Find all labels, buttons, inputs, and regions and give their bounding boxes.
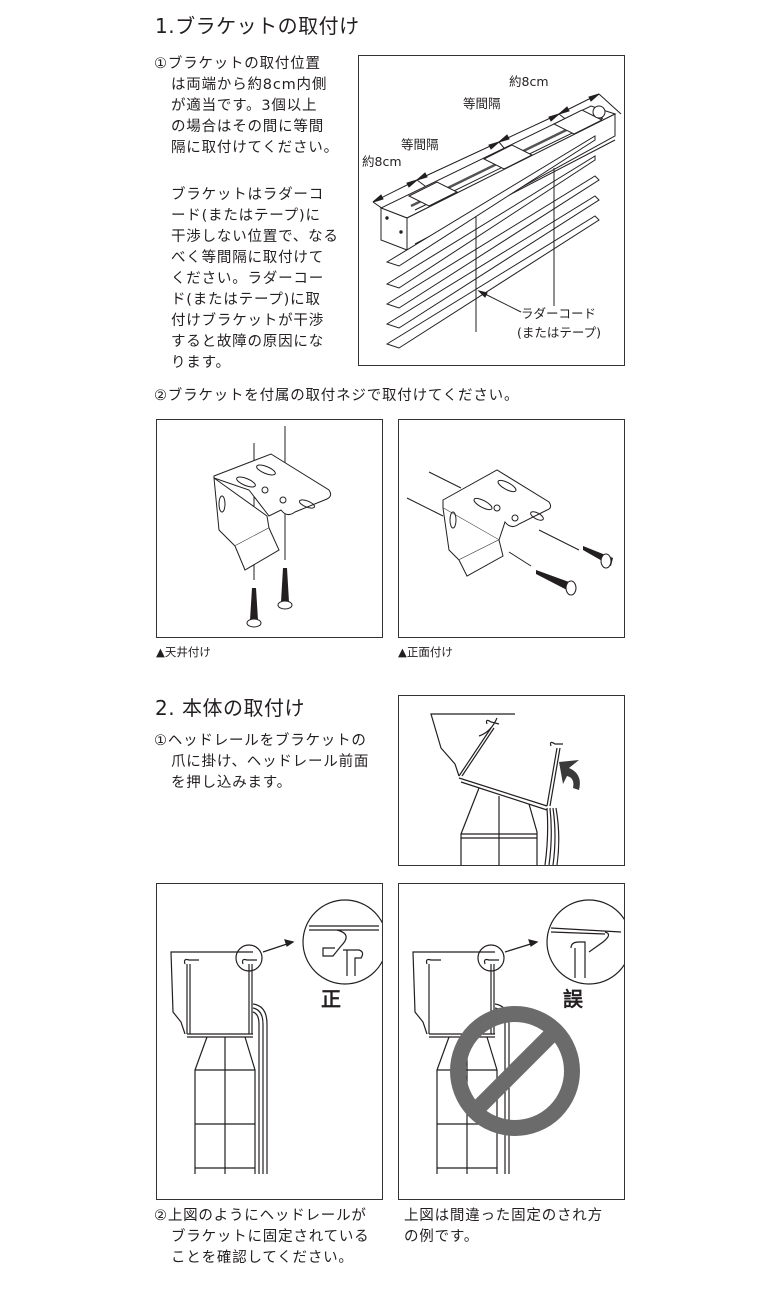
push-arrow-icon [559,760,580,790]
section2-step2-text: ②上図のようにヘッドレールが ブラケットに固定されている ことを確認してください… [154,1208,370,1266]
section1-note-text: ブラケットはラダーコ ード(またはテープ)に 干渉しない位置で、なる べく等間隔… [171,187,339,371]
wrong-label: 誤 [563,987,584,1011]
label-equal-spacing-2: 等間隔 [401,137,439,152]
correct-attachment-figure: 正 [156,883,383,1200]
prohibition-icon [450,1006,580,1136]
step-marker: ② [154,1208,168,1224]
front-mount-bracket-illustration [406,469,613,596]
headrail-bracket-position-diagram: 約8cm 等間隔 等間隔 約8cm ラダーコード (またはテープ) [358,55,625,366]
correct-attachment-illustration: 正 [170,899,382,1174]
hook-headrail-illustration [430,713,580,865]
label-ladder-cord-or-tape: (またはテープ) [517,325,601,340]
section1-step2-text: ②ブラケットを付属の取付ネジで取付けてください。 [154,388,520,404]
ceiling-mount-figure [156,419,383,638]
front-mount-caption: ▲正面付け [398,645,453,659]
correct-label: 正 [321,987,341,1011]
label-left-8cm: 約8cm [362,154,402,169]
section2-heading: 2. 本体の取付け [155,696,305,720]
wrong-example-note: 上図は間違った固定のされ方 の例です。 [404,1208,603,1245]
section2-step1-text: ①ヘッドレールをブラケットの 爪に掛け、ヘッドレール前面 を押し込みます。 [154,733,370,791]
ceiling-mount-bracket-illustration [213,426,332,628]
label-equal-spacing-1: 等間隔 [463,96,501,111]
section1-heading: 1.ブラケットの取付け [155,14,360,38]
step-marker: ① [154,56,168,72]
section1-step1-text: ①ブラケットの取付位置 は両端から約8cm内側 が適当です。3個以上 の場合はそ… [154,56,339,156]
hook-headrail-figure [398,695,625,866]
wrong-attachment-illustration: 誤 [412,899,624,1174]
front-mount-figure [398,419,625,638]
wrong-attachment-figure: 誤 [398,883,625,1200]
step-marker: ① [154,733,168,749]
label-right-8cm: 約8cm [509,74,549,89]
label-ladder-cord: ラダーコード [521,306,596,321]
headrail-illustration: 約8cm 等間隔 等間隔 約8cm ラダーコード (またはテープ) [362,74,622,349]
ceiling-mount-caption: ▲天井付け [156,645,211,659]
